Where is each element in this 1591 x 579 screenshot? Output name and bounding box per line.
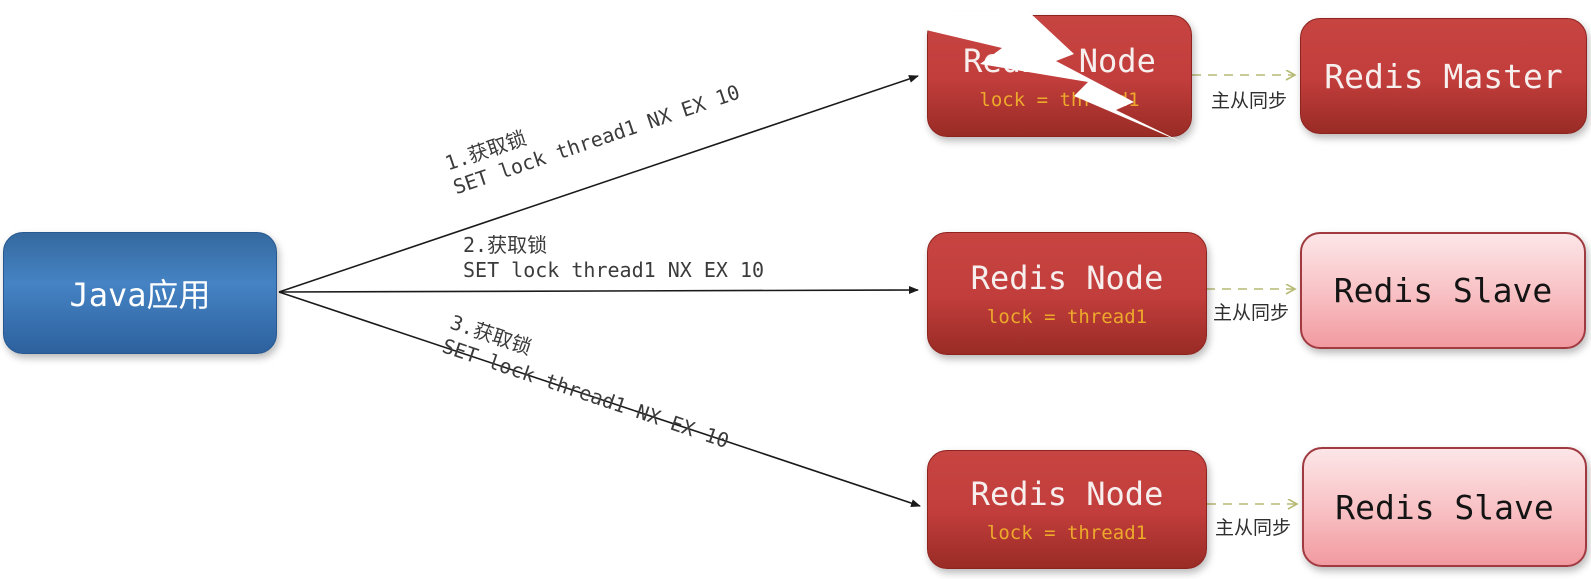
arrow-acquire-1	[278, 75, 919, 293]
sync-label-2: 主从同步	[1212, 303, 1289, 324]
java-app-node: Java应用	[3, 232, 277, 354]
redis-node-1-lock-value: lock = thread1	[979, 88, 1140, 111]
redis-master-title: Redis Master	[1324, 56, 1563, 96]
redis-node-2-lock-value: lock = thread1	[986, 306, 1148, 328]
redis-slave-2-title: Redis Slave	[1335, 487, 1554, 527]
redis-node-3-title: Redis Node	[970, 475, 1164, 513]
redis-node-1-title: Redis Node	[963, 41, 1156, 80]
redis-slave-node-2: Redis Slave	[1302, 447, 1587, 567]
acquire-step-2: 2.获取锁	[463, 233, 548, 257]
redis-node-3: Redis Node lock = thread1	[927, 450, 1207, 569]
redis-node-2-title: Redis Node	[970, 259, 1164, 297]
arrow-acquire-2	[278, 286, 919, 295]
redis-master-node: Redis Master	[1300, 18, 1587, 134]
redis-node-1: Redis Node lock = thread1	[926, 11, 1192, 144]
redis-node-3-lock-value: lock = thread1	[986, 522, 1148, 544]
redis-node-2: Redis Node lock = thread1	[927, 232, 1207, 355]
arrow-acquire-3	[278, 291, 921, 507]
sync-label-3: 主从同步	[1214, 518, 1291, 539]
java-app-label: Java应用	[69, 276, 211, 314]
redis-slave-1-title: Redis Slave	[1333, 271, 1553, 310]
redis-slave-node-1: Redis Slave	[1300, 232, 1586, 349]
sync-label-1: 主从同步	[1210, 91, 1287, 112]
acquire-label-2: 2.获取锁 SET lock thread1 NX EX 10	[463, 233, 764, 283]
acquire-command-2: SET lock thread1 NX EX 10	[463, 258, 765, 282]
